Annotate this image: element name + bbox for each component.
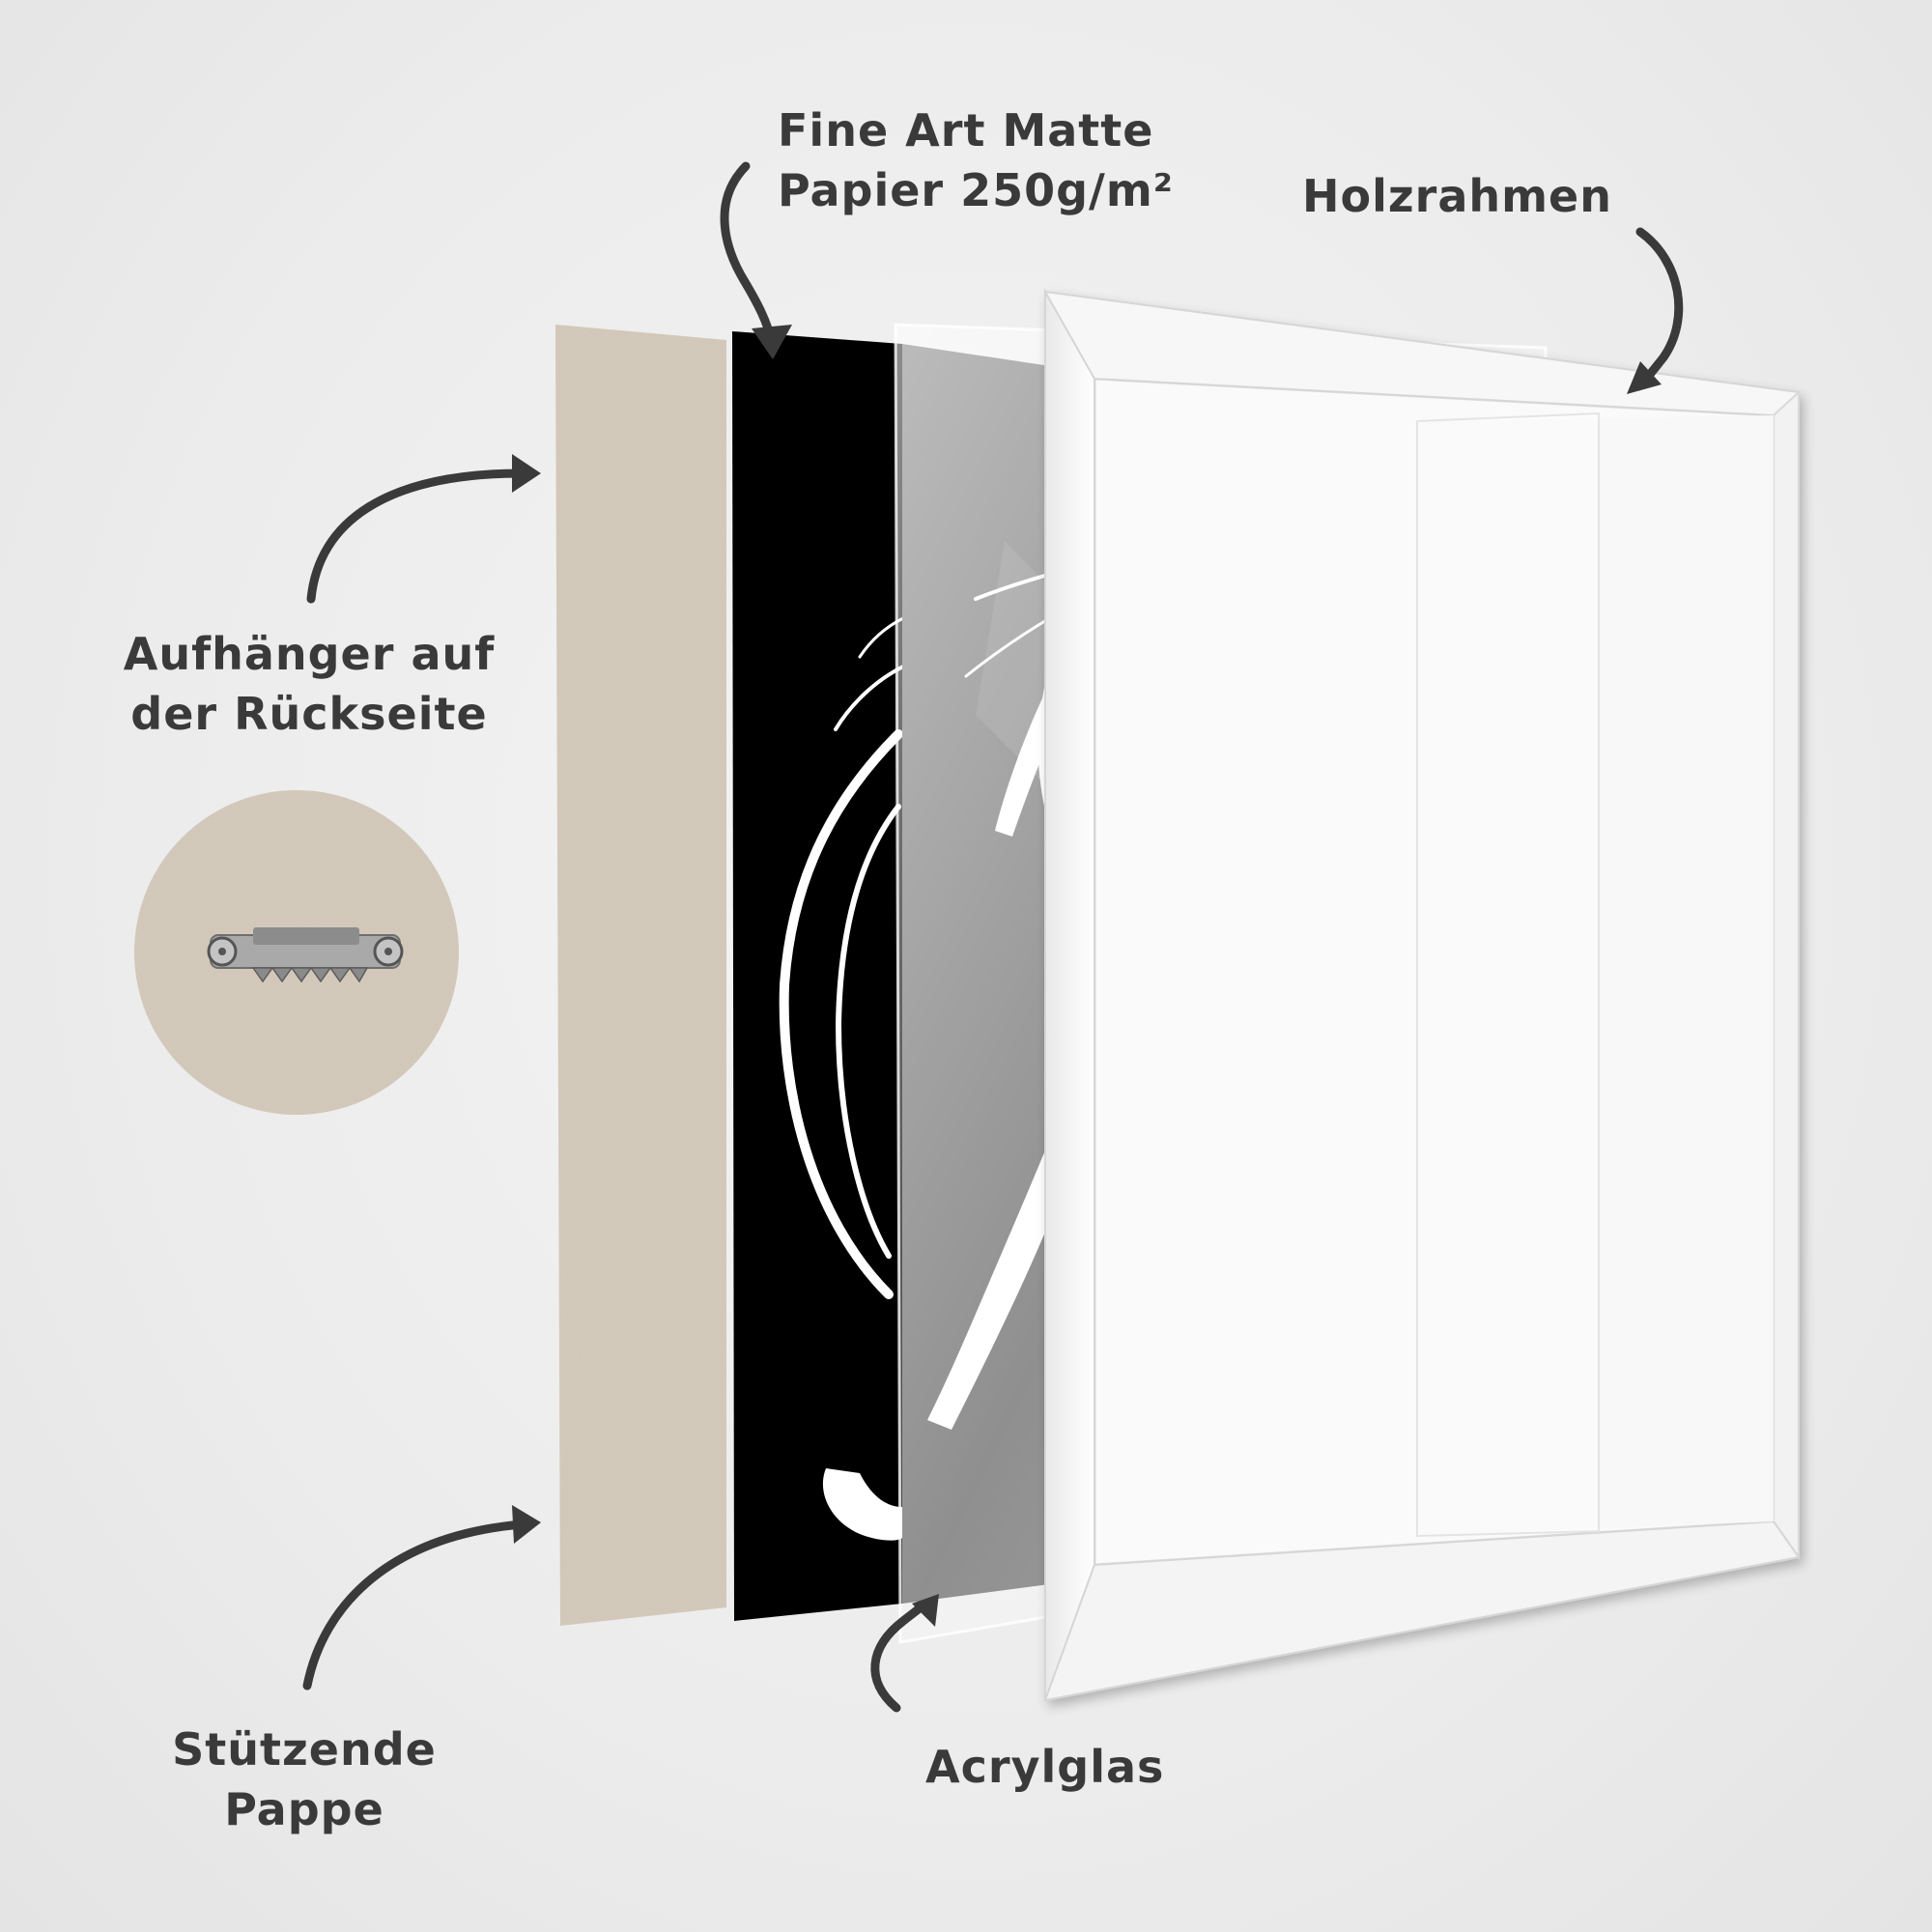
arrow-heads — [512, 325, 1662, 1627]
label-fine-art-paper: Fine Art Matte Papier 250g/m² — [778, 100, 1174, 220]
label-frame-text: Holzrahmen — [1302, 170, 1612, 222]
label-acrylic-glass: Acrylglas — [925, 1737, 1164, 1797]
label-board-line-2: Pappe — [224, 1783, 384, 1835]
hanger-detail-circle — [134, 790, 459, 1115]
label-hanger: Aufhänger auf der Rückseite — [116, 624, 502, 744]
frame-inner-mat — [1417, 415, 1774, 1536]
art-print — [732, 331, 905, 1621]
label-hanger-line-2: der Rückseite — [130, 688, 488, 740]
label-board-line-1: Stützende — [172, 1723, 437, 1776]
frame-left-rail — [1044, 288, 1095, 1701]
cardboard-backing — [555, 325, 726, 1626]
label-paper-line-1: Fine Art Matte — [778, 104, 1154, 156]
label-wooden-frame: Holzrahmen — [1302, 166, 1612, 226]
arrow-hanger — [306, 469, 526, 604]
arrow-paper — [720, 161, 776, 345]
label-acrylic-text: Acrylglas — [925, 1741, 1165, 1793]
label-paper-line-2: Papier 250g/m² — [778, 164, 1174, 216]
arrow-board — [302, 1520, 526, 1690]
label-hanger-line-1: Aufhänger auf — [123, 628, 496, 680]
player-shoe — [822, 1468, 902, 1541]
sawtooth-hanger-icon — [207, 927, 404, 983]
frame-inner-edge — [1416, 412, 1600, 1538]
frame-bottom-rail — [1043, 1520, 1801, 1702]
frame-right-rail — [1773, 389, 1800, 1561]
arrow-frame — [1634, 227, 1684, 391]
label-supporting-board: Stützende Pappe — [169, 1719, 440, 1839]
